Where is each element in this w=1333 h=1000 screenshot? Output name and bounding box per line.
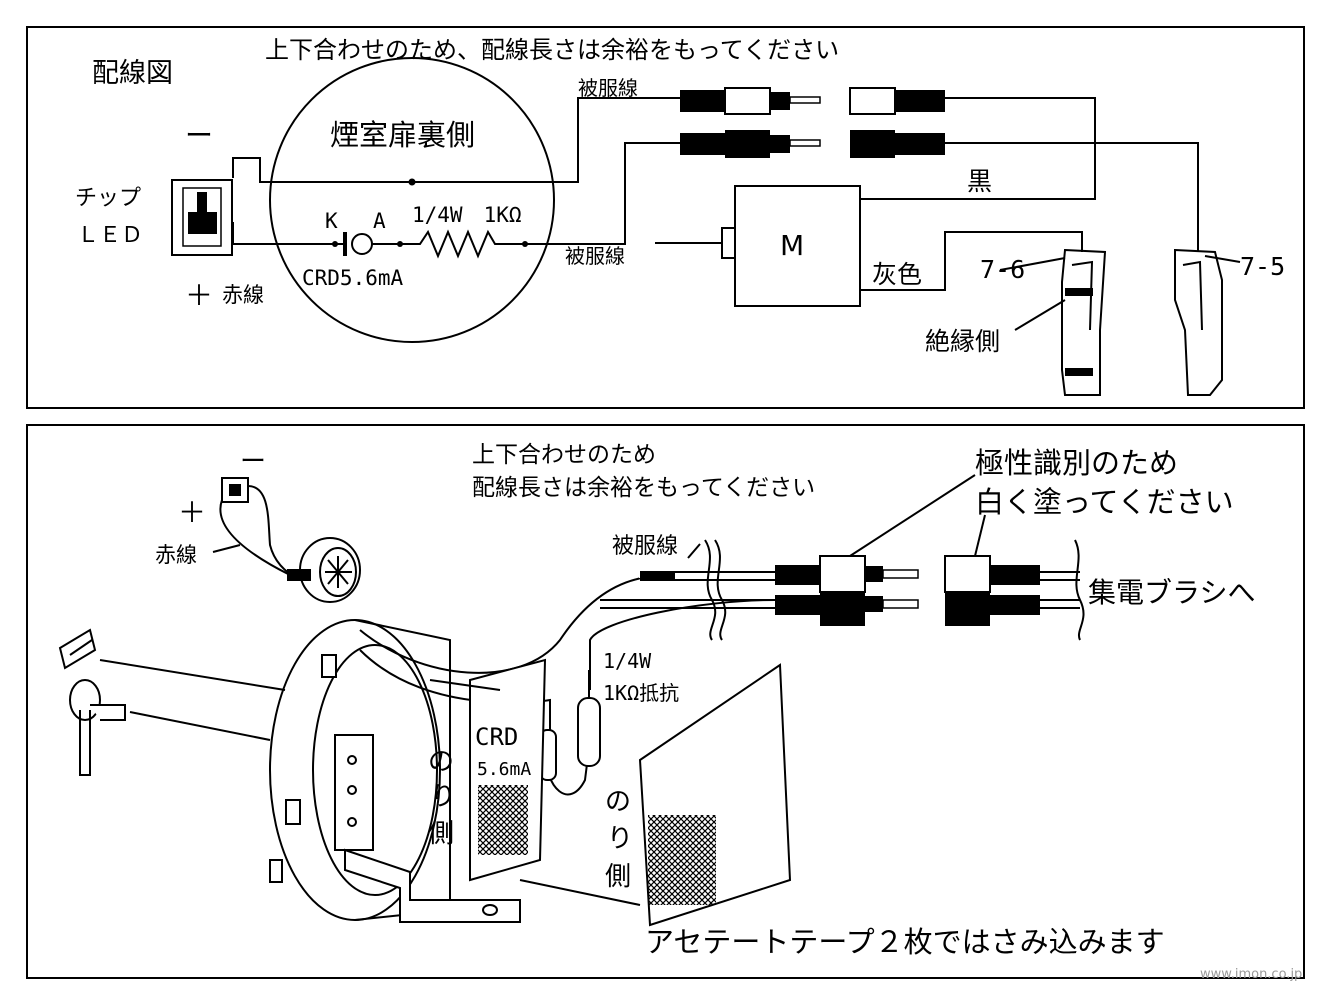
- led-label-chip: チップ: [75, 186, 141, 211]
- bottom-red-wire-label: 赤線: [155, 543, 197, 567]
- motor-label: M: [780, 229, 804, 262]
- terminal-7-6-label: 7-6: [980, 255, 1025, 284]
- watermark: www.imon.co.jp: [1200, 967, 1302, 982]
- glue-side-left-2: り: [430, 782, 456, 812]
- wiring-diagram-panel: [26, 26, 1305, 409]
- insulation-mark-bottom: [1065, 368, 1093, 376]
- resistor-label-line2: 1KΩ抵抗: [603, 681, 679, 705]
- coated-wire-label-bottom: 被服線: [565, 244, 625, 268]
- top-note: 上下合わせのため、配線長さは余裕をもってください: [265, 36, 839, 64]
- black-wire-label: 黒: [967, 167, 992, 196]
- glue-side-right-1: の: [605, 787, 631, 817]
- glue-hatch-right: [648, 815, 716, 905]
- top-plug-connectors: [680, 87, 945, 158]
- resistor-label: 1/4W 1KΩ: [412, 203, 522, 227]
- led-plus-sign: ＋: [185, 279, 213, 312]
- to-brush-label: 集電ブラシへ: [1088, 576, 1255, 609]
- diagram-title: 配線図: [92, 58, 173, 89]
- crd-symbol: [332, 178, 528, 256]
- bottom-plug-connectors: [640, 555, 1040, 626]
- crd-label: CRD5.6mA: [302, 266, 404, 290]
- led-minus-sign: ー: [185, 119, 213, 152]
- terminal-7-5-label: 7-5: [1240, 252, 1285, 281]
- bottom-plus-sign: ＋: [178, 496, 206, 529]
- polarity-note-line2: 白く塗ってください: [975, 485, 1234, 519]
- bottom-coated-wire-label: 被服線: [612, 534, 678, 559]
- bottom-assembly-drawing: [58, 474, 1085, 927]
- bottom-minus-sign: ー: [240, 447, 266, 477]
- glue-side-left-3: 側: [428, 819, 454, 849]
- bottom-note-line1: 上下合わせのため: [472, 442, 656, 468]
- crd-label-line2: 5.6mA: [477, 759, 531, 780]
- gray-wire-label: 灰色: [872, 260, 922, 289]
- insulated-side-label: 絶縁側: [925, 327, 1000, 356]
- red-wire-label: 赤線: [222, 283, 264, 307]
- coated-wire-label-top: 被服線: [578, 76, 638, 100]
- smokebox-door-label: 煙室扉裏側: [330, 118, 475, 152]
- glue-side-right-3: 側: [605, 862, 631, 892]
- assembly-illustration-panel: [26, 424, 1305, 979]
- cathode-k-label: K: [325, 209, 338, 233]
- acetate-tape-note: アセテートテープ２枚ではさみ込みます: [645, 925, 1165, 959]
- insulation-mark-top: [1065, 288, 1093, 296]
- resistor-label-line1: 1/4W: [603, 649, 652, 673]
- glue-side-right-2: り: [607, 824, 633, 854]
- polarity-note-line1: 極性識別のため: [975, 446, 1178, 480]
- chip-led-component: [171, 179, 233, 256]
- glue-hatch-left: [478, 785, 528, 855]
- smokebox-door-circle: [269, 57, 555, 343]
- anode-a-label: A: [373, 209, 386, 233]
- crd-label-line1: CRD: [475, 723, 518, 751]
- glue-side-left-1: の: [428, 747, 454, 777]
- bottom-note-line2: 配線長さは余裕をもってください: [472, 475, 815, 501]
- led-label-led: ＬＥＤ: [77, 223, 143, 248]
